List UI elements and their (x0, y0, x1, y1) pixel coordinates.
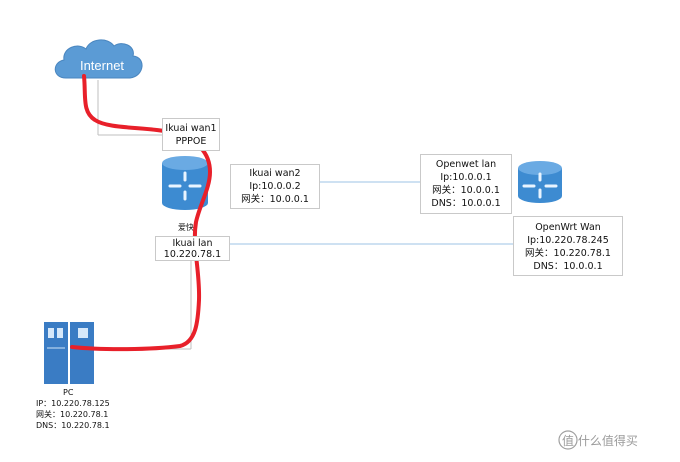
lan-ip: 10.220.78.1 (163, 249, 222, 260)
wan2-name: Ikuai wan2 (249, 168, 301, 179)
wan2-gateway: 网关：10.0.0.1 (241, 194, 309, 205)
openwrt-wan-box: OpenWrt Wan Ip:10.220.78.245 网关：10.220.7… (513, 216, 623, 276)
connection-lines (95, 80, 513, 350)
openwrt-wan-name: OpenWrt Wan (535, 222, 601, 233)
pc-dns: DNS：10.220.78.1 (36, 421, 110, 430)
pc-ip: IP：10.220.78.125 (36, 399, 110, 408)
openwrt-router-icon (518, 161, 562, 203)
internet-label: Internet (80, 58, 124, 73)
openwrt-wan-ip: Ip:10.220.78.245 (527, 235, 609, 246)
watermark-text: 值 什么值得买 (562, 434, 638, 448)
pc-icon (44, 322, 94, 384)
wan1-type: PPPOE (175, 136, 207, 147)
cloud-shape (54, 39, 143, 79)
openwrt-lan-box: Openwet lan Ip:10.0.0.1 网关：10.0.0.1 DNS：… (420, 154, 512, 214)
openwrt-lan-ip: Ip:10.0.0.1 (440, 172, 492, 183)
router-label: 爱快 (178, 222, 194, 232)
watermark-logo (558, 430, 578, 450)
ikuai-lan-box: Ikuai lan 10.220.78.1 (155, 236, 230, 261)
pc-gateway: 网关：10.220.78.1 (36, 410, 109, 419)
wan2-ip: Ip:10.0.0.2 (249, 181, 301, 192)
red-traffic-path (70, 74, 212, 352)
openwrt-wan-dns: DNS：10.0.0.1 (533, 261, 603, 272)
openwrt-lan-gateway: 网关：10.0.0.1 (432, 185, 500, 196)
openwrt-wan-gateway: 网关：10.220.78.1 (525, 248, 611, 259)
openwrt-lan-dns: DNS：10.0.0.1 (431, 198, 501, 209)
internet-cloud: Internet (54, 39, 143, 79)
lan-name: Ikuai lan (172, 238, 213, 249)
wan1-name: Ikuai wan1 (165, 123, 217, 134)
ikuai-wan2-box: Ikuai wan2 Ip:10.0.0.2 网关：10.0.0.1 (230, 164, 320, 209)
openwrt-lan-name: Openwet lan (435, 159, 497, 170)
ikuai-router-icon: 爱快 (162, 156, 208, 232)
pc-title: PC (63, 388, 74, 397)
ikuai-wan1-box: Ikuai wan1 PPPOE (162, 118, 220, 151)
